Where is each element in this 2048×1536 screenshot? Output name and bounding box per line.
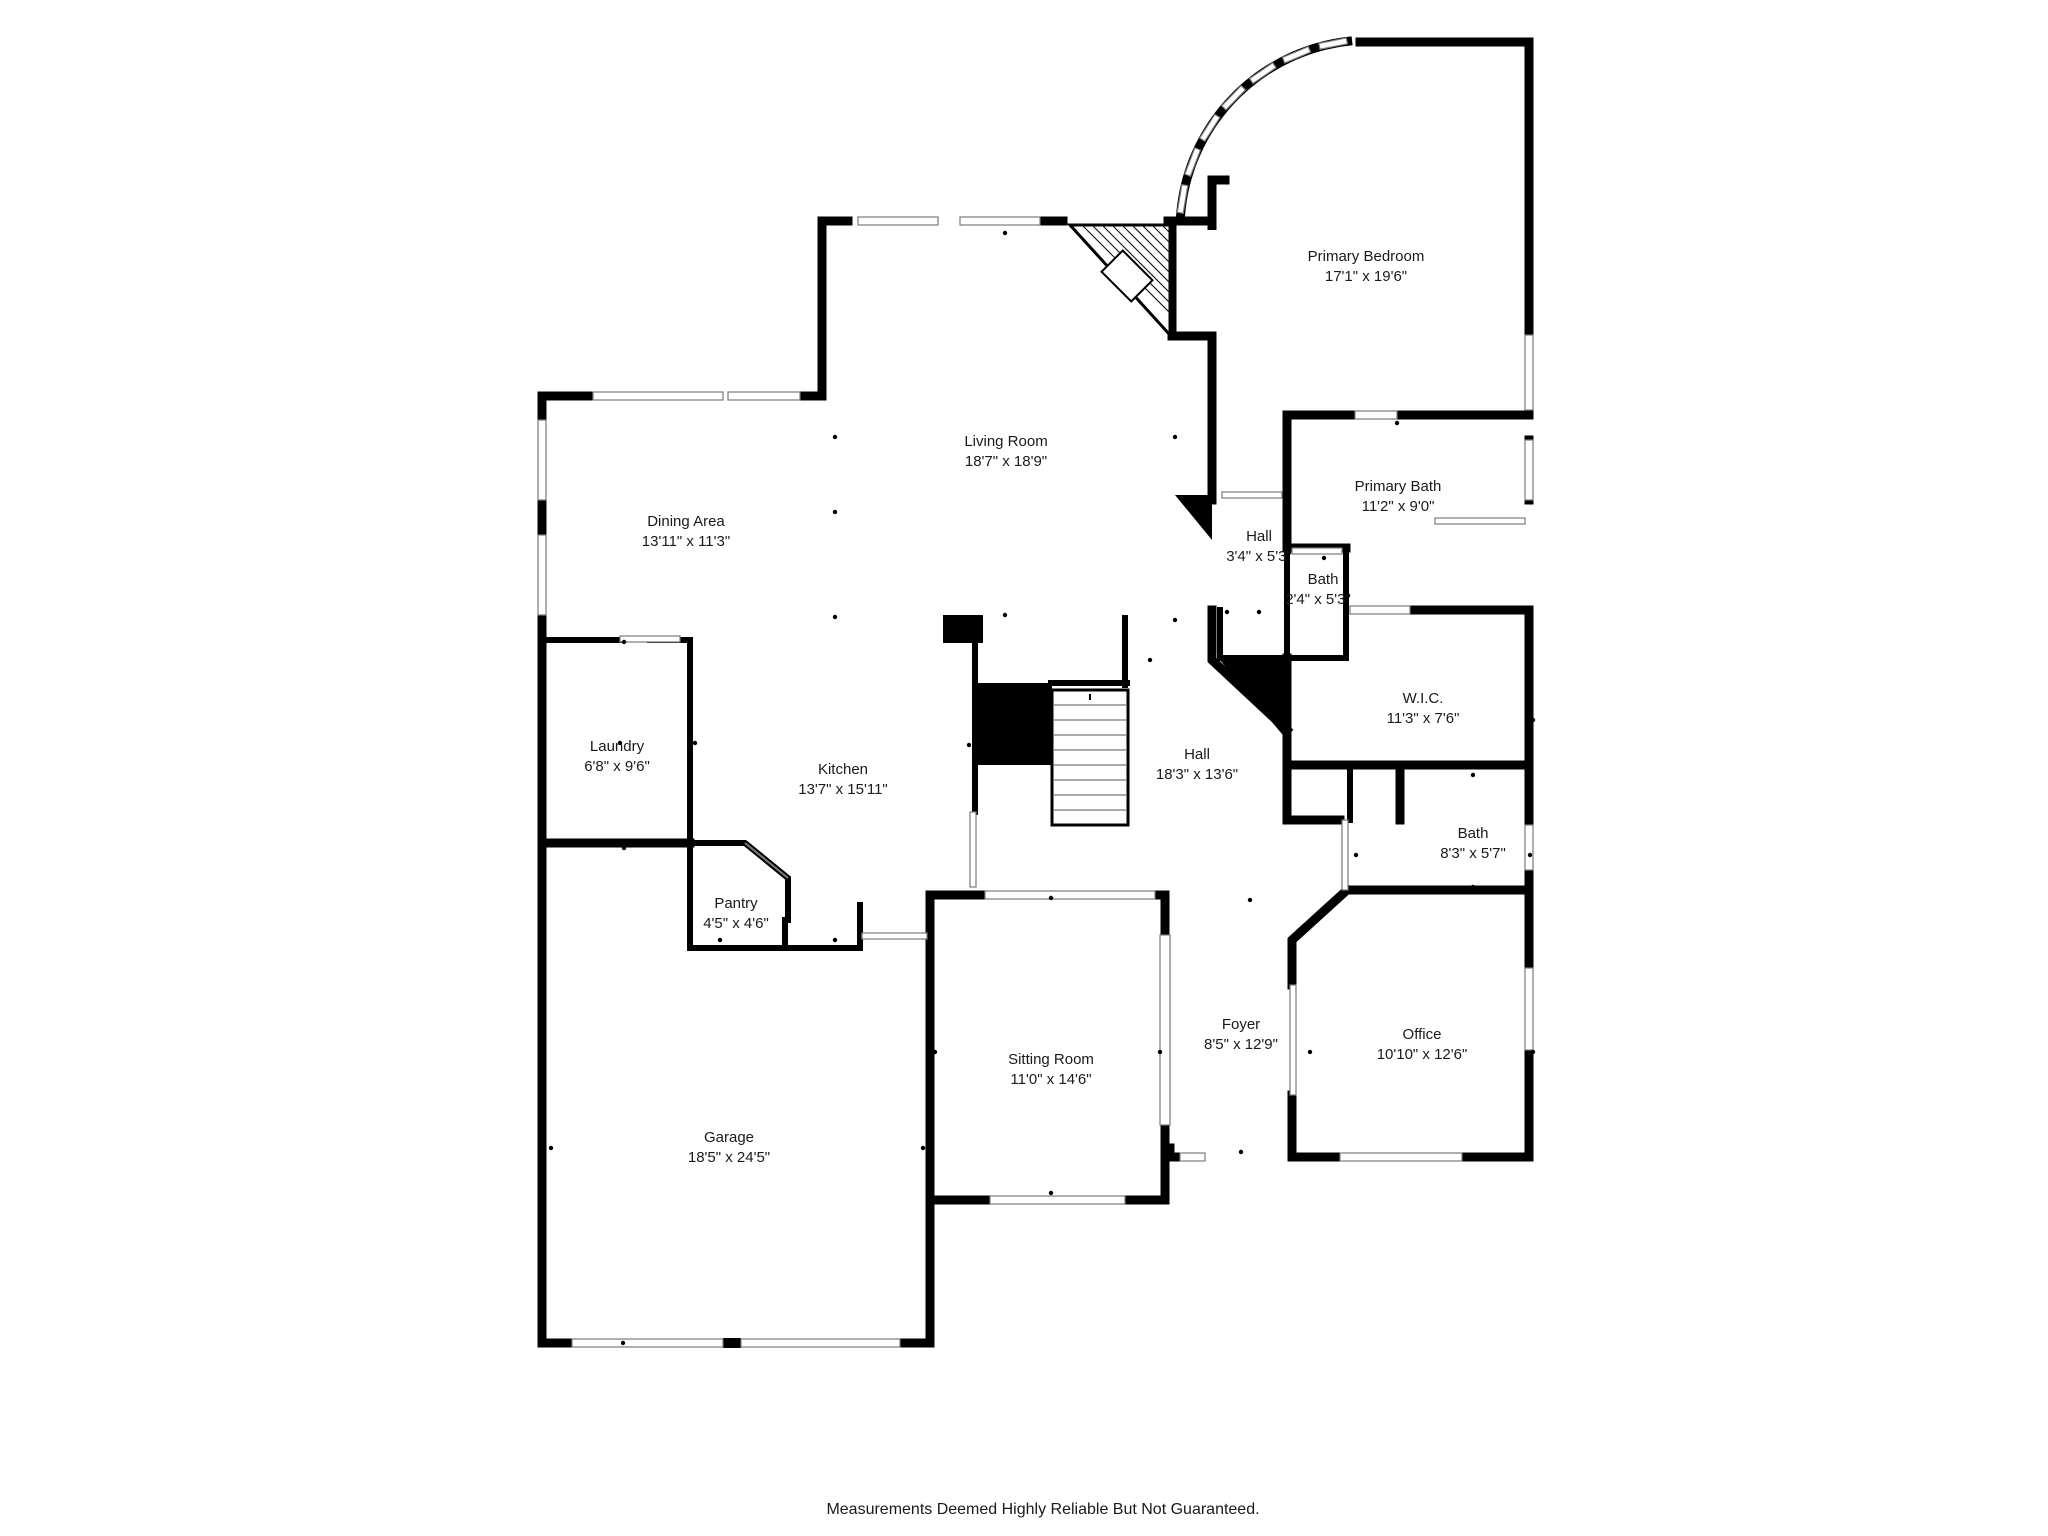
dimension-tick (717, 937, 723, 943)
fireplace-hatch (1101, 224, 1171, 294)
room-dims-sitting-room: 11'0" x 14'6" (1010, 1071, 1091, 1088)
dimension-tick (1530, 1049, 1536, 1055)
dimension-tick (1307, 1049, 1313, 1055)
fireplace-hatch (1111, 224, 1171, 284)
dimension-tick (1224, 609, 1230, 615)
room-name-sitting-room: Sitting Room (1008, 1051, 1094, 1068)
dimension-tick (832, 937, 838, 943)
dimension-tick (832, 614, 838, 620)
room-dims-hall-small: 3'4" x 5'3" (1226, 548, 1292, 565)
room-dims-hall-main: 18'3" x 13'6" (1156, 766, 1238, 783)
dimension-tick (1002, 230, 1008, 236)
room-name-hall-small: Hall (1246, 528, 1272, 545)
dimension-tick (1394, 420, 1400, 426)
dimension-tick (1530, 717, 1536, 723)
dimension-tick (1440, 762, 1446, 768)
fireplace-hearth (1100, 249, 1154, 303)
dimension-tick (1147, 657, 1153, 663)
dimension-ticks (548, 230, 1536, 1346)
dimension-tick (548, 1145, 554, 1151)
fireplace-hatch (1141, 224, 1171, 254)
room-name-office: Office (1403, 1026, 1442, 1043)
room-dims-kitchen: 13'7" x 15'11" (798, 781, 888, 798)
windows (537, 216, 1534, 1348)
room-dims-garage: 18'5" x 24'5" (688, 1149, 770, 1166)
bay-window-pane (1318, 37, 1349, 50)
bay-window-pane (1184, 147, 1202, 177)
room-dims-bath-small: 2'4" x 5'3" (1285, 591, 1351, 608)
bay-window-pane (1198, 113, 1221, 143)
dimension-tick (1256, 609, 1262, 615)
room-name-garage: Garage (704, 1129, 754, 1146)
bay-window-pane (1176, 183, 1189, 214)
dimension-tick (621, 845, 627, 851)
room-dims-foyer: 8'5" x 12'9" (1204, 1036, 1278, 1053)
room-dims-office: 10'10" x 12'6" (1377, 1046, 1468, 1063)
dimension-tick (1172, 434, 1178, 440)
stair-treads (1054, 694, 1126, 811)
dimension-tick (966, 742, 972, 748)
dimension-tick (1048, 895, 1054, 901)
room-dims-dining-area: 13'11" x 11'3" (642, 533, 730, 550)
dimension-tick (920, 1145, 926, 1151)
room-dims-bath: 8'3" x 5'7" (1440, 845, 1506, 862)
room-name-bath: Bath (1458, 825, 1489, 842)
bay-window-pane (1220, 84, 1247, 111)
room-name-bath-small: Bath (1308, 571, 1339, 588)
room-dims-living-room: 18'7" x 18'9" (965, 453, 1047, 470)
room-dims-wic: 11'3" x 7'6" (1387, 710, 1460, 727)
bay-window-pane (1281, 45, 1312, 64)
room-dims-pantry: 4'5" x 4'6" (703, 915, 769, 932)
room-dims-primary-bath: 11'2" x 9'0" (1362, 498, 1435, 515)
walls (537, 37, 1534, 1348)
dimension-tick (1321, 555, 1327, 561)
fireplace-hatch (1151, 224, 1171, 244)
room-name-kitchen: Kitchen (818, 761, 868, 778)
dimension-tick (1527, 852, 1533, 858)
dimension-tick (620, 1340, 626, 1346)
dimension-tick (1527, 279, 1533, 285)
bay-window (1175, 36, 1353, 230)
dimension-tick (1321, 655, 1327, 661)
dimension-tick (832, 509, 838, 515)
disclaimer-text: Measurements Deemed Highly Reliable But … (826, 1501, 1259, 1518)
room-dims-laundry: 6'8" x 9'6" (584, 758, 650, 775)
room-name-pantry: Pantry (714, 895, 758, 912)
dimension-tick (1048, 1190, 1054, 1196)
fireplace-hatch (1131, 224, 1171, 264)
dimension-tick (1470, 772, 1476, 778)
room-dims-primary-bedroom: 17'1" x 19'6" (1325, 268, 1407, 285)
dimension-tick (692, 740, 698, 746)
dimension-tick (1238, 1149, 1244, 1155)
room-name-hall-main: Hall (1184, 746, 1210, 763)
dimension-tick (932, 1049, 938, 1055)
room-name-living-room: Living Room (964, 433, 1047, 450)
dimension-tick (1353, 852, 1359, 858)
room-name-primary-bedroom: Primary Bedroom (1308, 248, 1425, 265)
dimension-tick (1157, 1049, 1163, 1055)
fireplace-hatch (1161, 224, 1171, 234)
dimension-tick (832, 434, 838, 440)
bay-window-pane (1248, 61, 1277, 85)
room-name-laundry: Laundry (590, 738, 645, 755)
room-name-dining-area: Dining Area (647, 513, 725, 530)
room-name-foyer: Foyer (1222, 1016, 1260, 1033)
dimension-tick (1455, 609, 1461, 615)
room-name-primary-bath: Primary Bath (1355, 478, 1442, 495)
dimension-tick (1247, 897, 1253, 903)
dimension-tick (1470, 884, 1476, 890)
dimension-tick (617, 740, 623, 746)
room-labels: Primary Bedroom 17'1" x 19'6" Living Roo… (584, 248, 1506, 1166)
dimension-tick (621, 639, 627, 645)
room-name-wic: W.I.C. (1403, 690, 1444, 707)
fireplace-hatch (1121, 224, 1171, 274)
dimension-tick (1002, 612, 1008, 618)
dimension-tick (1172, 617, 1178, 623)
corner-solids (1066, 223, 1287, 740)
